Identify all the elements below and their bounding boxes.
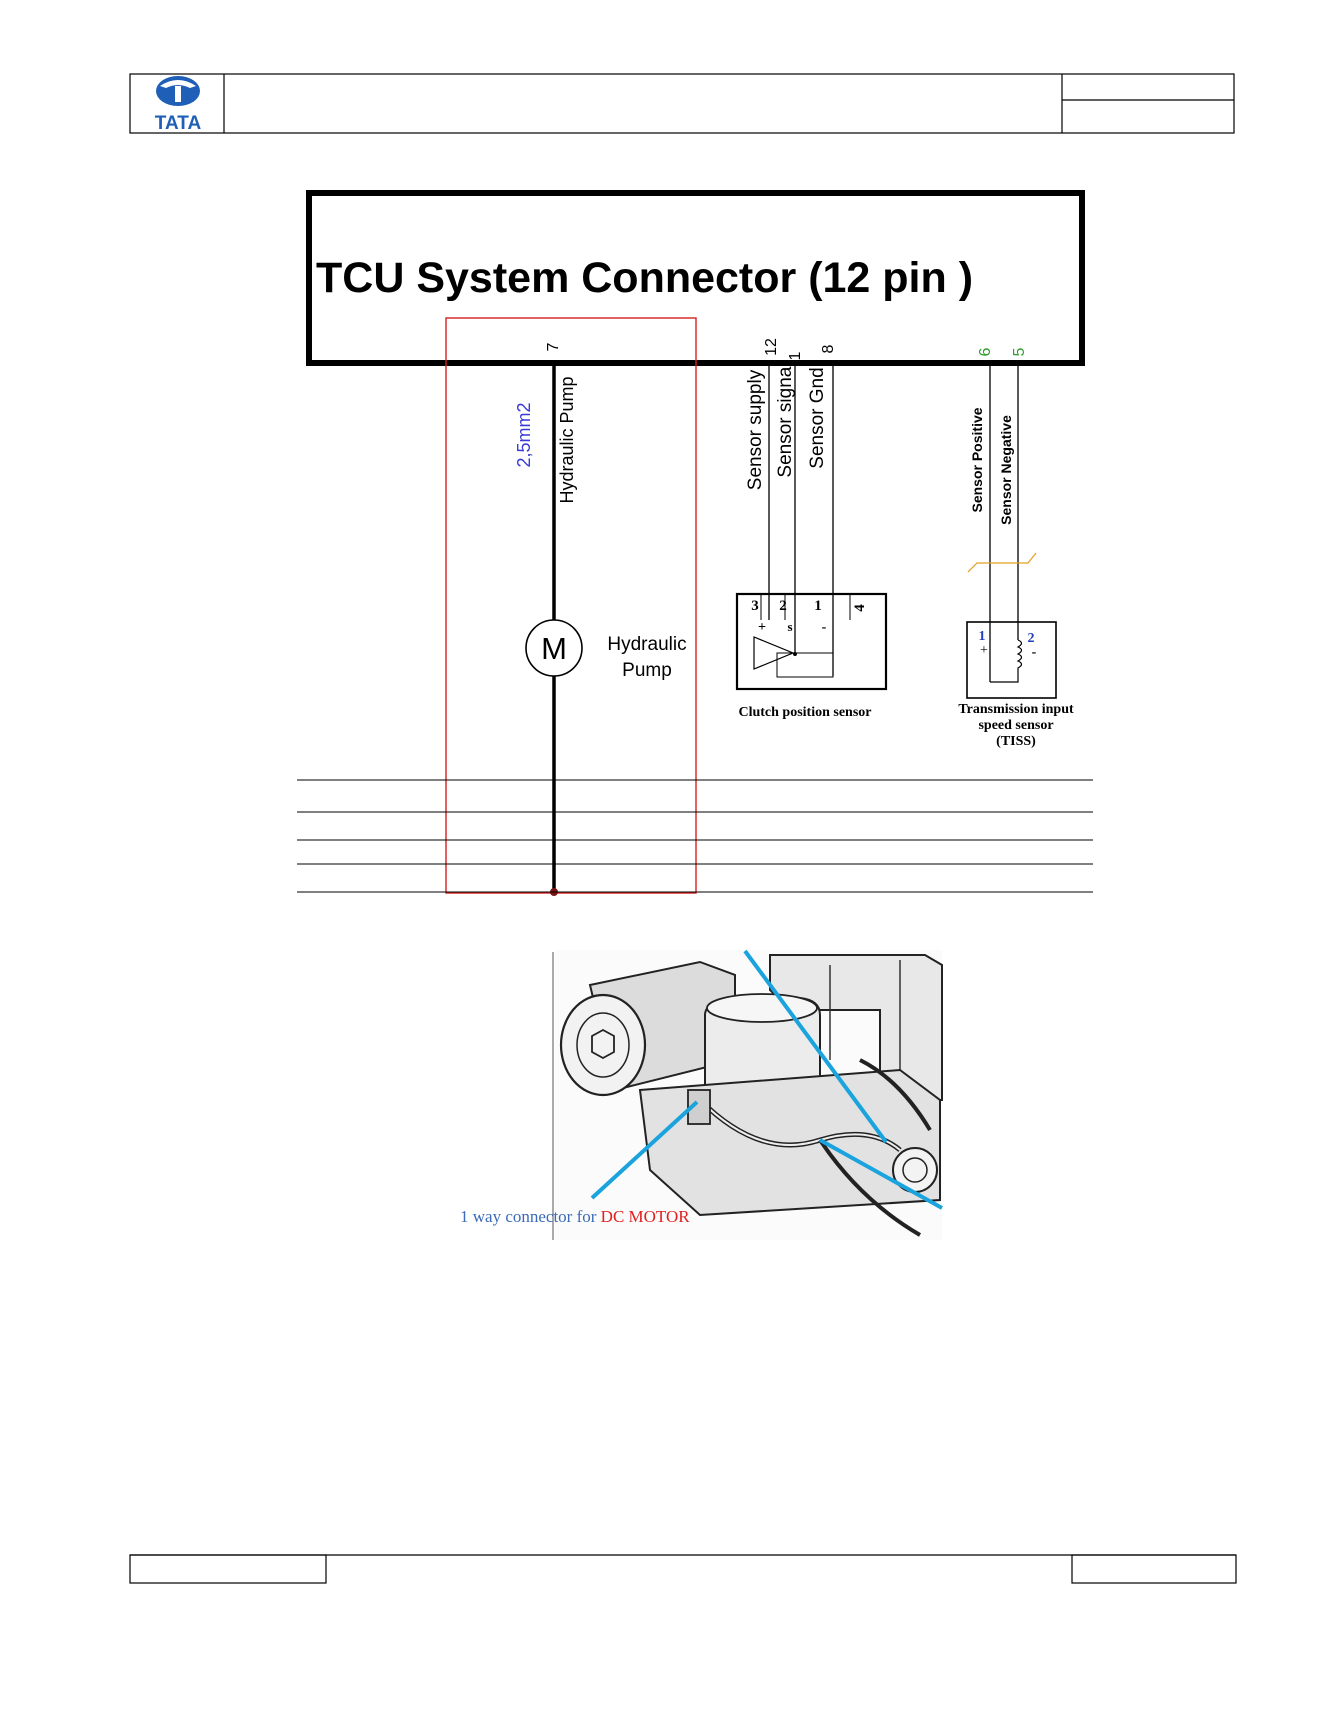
clutch-terminal-1: 1	[814, 598, 822, 614]
sensor-supply-label: Sensor supply	[745, 369, 766, 490]
callout-line-connector	[590, 1100, 699, 1200]
clutch-sensor-triangle	[753, 636, 795, 670]
motor-symbol	[525, 619, 583, 677]
tiss-name-2: speed sensor	[978, 718, 1053, 733]
callout-line-right	[819, 1138, 943, 1210]
clutch-sign-plus: +	[758, 620, 766, 635]
hydraulic-unit-photo	[552, 949, 943, 1240]
tiss-terminal-2: 2	[1028, 631, 1035, 646]
clutch-sign-s: s	[787, 619, 792, 634]
tata-logo: TATA	[155, 76, 202, 134]
clutch-sensor-body	[735, 592, 888, 691]
pin-8-label: 8	[820, 344, 837, 353]
tiss-sign-plus: +	[980, 643, 988, 658]
divider-lines	[297, 779, 1093, 893]
motor-symbol-letter: M	[541, 631, 567, 666]
tcu-connector-box: TCU System Connector (12 pin )	[306, 190, 1085, 366]
sensor-positive-label: Sensor Positive	[969, 407, 985, 512]
callout-highlight: DC MOTOR	[601, 1207, 691, 1226]
pin-1-label: 1	[787, 351, 804, 360]
callout-prefix: 1 way connector for	[460, 1207, 601, 1226]
tiss-sensor-circuit: 6 5 Sensor Positive Sensor Negative 1 2 …	[958, 347, 1074, 749]
pin-7-label: 7	[545, 342, 562, 351]
sensor-gnd-label: Sensor Gnd	[807, 367, 828, 468]
tiss-sign-minus: -	[1032, 645, 1037, 660]
page-footer	[129, 1554, 1237, 1584]
clutch-sensor-name: Clutch position sensor	[738, 705, 871, 720]
motor-label-1: Hydraulic	[607, 634, 686, 655]
connector-title: TCU System Connector (12 pin )	[316, 254, 973, 302]
motor-label-2: Pump	[622, 660, 672, 681]
callout-line-top	[743, 949, 888, 1144]
tiss-sensor-body	[966, 621, 1057, 699]
clutch-sensor-circuit: 12 1 8 Sensor supply Sensor signal Senso…	[735, 338, 888, 720]
tiss-terminal-1: 1	[979, 629, 986, 644]
pump-wire-label: Hydraulic Pump	[557, 376, 577, 503]
tiss-name-1: Transmission input	[958, 702, 1074, 717]
pump-circuit: 7 2,5mm2 Hydraulic Pump M Hydraulic Pump	[445, 317, 697, 896]
sensor-signal-label: Sensor signal	[775, 362, 796, 477]
pin-5-label: 5	[1011, 347, 1028, 356]
pump-highlight-box	[445, 317, 697, 894]
clutch-sign-minus: -	[822, 620, 827, 635]
pin-6-label: 6	[977, 347, 994, 356]
clutch-terminal-3: 3	[751, 598, 759, 614]
logo-text: TATA	[155, 113, 202, 134]
pin-12-label: 12	[763, 338, 780, 356]
tiss-name-3: (TISS)	[996, 734, 1036, 749]
tiss-coil	[990, 639, 1023, 683]
sensor-negative-label: Sensor Negative	[998, 415, 1014, 525]
photo-callout: 1 way connector for DC MOTOR	[460, 1207, 690, 1226]
clutch-terminal-2: 2	[779, 598, 787, 614]
clutch-terminal-4: 4	[852, 604, 868, 612]
wire-size-label: 2,5mm2	[514, 402, 534, 467]
shield-marker	[967, 552, 1037, 573]
page-header	[129, 73, 1235, 134]
